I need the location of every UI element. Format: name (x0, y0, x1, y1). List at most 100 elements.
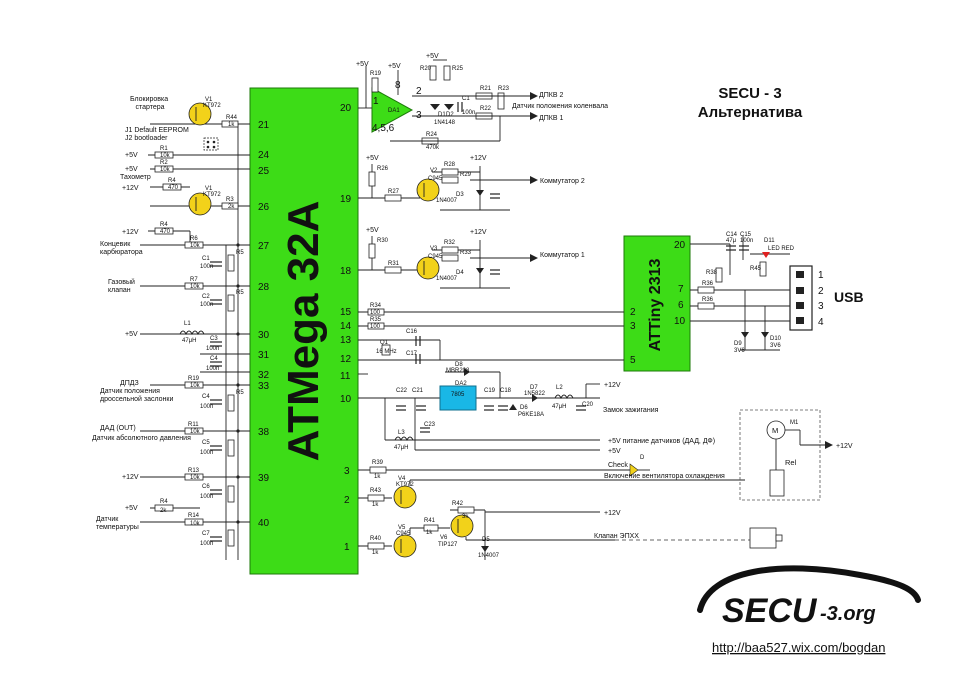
lbl-c14: C14 (726, 232, 738, 238)
lbl-v3t: C945 (428, 254, 443, 260)
label-dpkv2: ДПКВ 2 (539, 92, 563, 99)
lbl-c7: C7 (202, 531, 210, 537)
label-gas: Газовый клапан (108, 278, 137, 294)
label-fan: Включение вентилятора охлаждения (604, 473, 725, 480)
da1-triangle (371, 87, 414, 133)
label-relay-p12v: +12V (836, 443, 853, 450)
lbl-r22: R22 (480, 106, 492, 112)
transistor-v3 (416, 256, 440, 280)
attiny-label: ATTiny 2313 (647, 259, 664, 352)
lbl-c5: C5 (202, 440, 210, 446)
lbl-d9: D9 (734, 341, 742, 347)
da1-pin1: 1 (373, 96, 379, 107)
lbl-c7v: 100n (200, 541, 213, 547)
lbl-c21: C21 (412, 388, 424, 394)
lbl-r7: R7 (190, 277, 198, 283)
lbl-v1b-type: KT972 (203, 192, 221, 198)
lbl-v2t: C945 (428, 176, 443, 182)
transistor-v6 (450, 514, 474, 538)
lbl-r13v: 10k (190, 475, 201, 481)
comm-p5v-b: +5V (366, 227, 379, 234)
usb-pin-2: 2 (818, 286, 824, 297)
label-rel: Rel (785, 458, 797, 467)
atmega-right-pins: 20 19 18 15 14 13 12 11 10 3 2 1 (340, 103, 352, 553)
lbl-r4bv: 470 (160, 229, 171, 235)
lbl-v2: V2 (430, 168, 438, 174)
label-eeprom-l2: J2 bootloader (125, 135, 168, 142)
lbl-l1: L1 (184, 321, 191, 327)
lbl-r24v: 470k (426, 145, 440, 151)
label-temp: Датчик температуры (96, 516, 139, 531)
lbl-r38: R38 (706, 270, 718, 276)
lbl-d11v: LED RED (768, 246, 795, 252)
lbl-l3v: 47μH (394, 445, 408, 451)
lbl-r44v: 1k (228, 122, 235, 128)
da1-label: DA1 (388, 108, 400, 114)
lbl-r2v: 10k (160, 167, 171, 173)
label-epxx-p12v: +12V (604, 510, 621, 517)
lbl-c2: C2 (202, 294, 210, 300)
lbl-q1: Q1 (380, 340, 389, 346)
pin-13: 13 (340, 335, 352, 346)
lbl-l2v: 47μH (552, 404, 566, 410)
lbl-d9v: 3V6 (734, 348, 745, 354)
lbl-c4v: 100n (206, 366, 219, 372)
lbl-r19v: 10k (190, 383, 201, 389)
comm-p5v-a: +5V (366, 155, 379, 162)
lbl-r28: R28 (444, 162, 456, 168)
lbl-r39v: 1k (374, 474, 381, 480)
lbl-c3v: 100n (206, 346, 219, 352)
lbl-c23: C23 (424, 422, 436, 428)
lbl-r40v: 1k (372, 550, 379, 556)
left-wiring (140, 102, 250, 560)
label-starter-block-l1: Блокировка (130, 96, 168, 103)
lbl-l1v: 47μH (182, 338, 196, 344)
lbl-c18: C18 (500, 388, 512, 394)
lbl-d3: D3 (456, 192, 464, 198)
label-epxx: Клапан ЭПХХ (594, 533, 639, 540)
lbl-r32: R32 (444, 240, 456, 246)
lbl-r39: R39 (372, 460, 384, 466)
lbl-r20: R20 (420, 66, 432, 72)
lbl-v3: V3 (430, 246, 438, 252)
label-p5v-30: +5V (125, 331, 138, 338)
label-comm2: Коммутатор 2 (540, 178, 585, 185)
lbl-d4v: 1N4007 (436, 276, 458, 282)
label-throttle-l1: Датчик положения (100, 388, 160, 395)
lbl-r14: R14 (188, 513, 200, 519)
lbl-r35: R35 (370, 317, 382, 323)
label-gas-l2: клапан (108, 287, 131, 294)
lbl-r23: R23 (498, 86, 510, 92)
lbl-r27: R27 (388, 189, 400, 195)
power-supply-block: 7805 DA2 D8 MBR208 D7 1N5822 D6 P6KE18A … (358, 362, 715, 455)
lbl-l3: L3 (398, 430, 405, 436)
label-p5v-40: +5V (125, 505, 138, 512)
lbl-r13: R13 (188, 468, 200, 474)
lbl-r21: R21 (480, 86, 492, 92)
lbl-r4cv: 2k (160, 508, 167, 514)
lbl-c15v: 100n (740, 238, 753, 244)
usb-label: USB (834, 289, 864, 305)
lbl-r4c: R4 (160, 499, 168, 505)
lbl-d1: D1 (438, 112, 446, 118)
transistor-v4 (393, 485, 417, 509)
author-url[interactable]: http://baa527.wix.com/bogdan (712, 640, 885, 655)
relay-box (739, 409, 821, 501)
tiny-pin-6: 6 (678, 300, 684, 311)
lbl-d5: D5 (482, 537, 490, 543)
usb-connector[interactable] (789, 265, 813, 331)
transistor-v2 (416, 178, 440, 202)
label-comm1: Коммутатор 1 (540, 252, 585, 259)
transistor-v1-bottom (188, 192, 212, 216)
pin-18: 18 (340, 266, 352, 277)
lbl-r5b: R5 (236, 290, 244, 296)
lbl-v1-type: KT972 (203, 103, 221, 109)
da1-block: DA1 1 2 3 8 4,5,6 +5V +5V +5V R19 R20 (356, 53, 608, 151)
lbl-d3v: 1N4007 (436, 198, 458, 204)
lbl-r43v: 1k (372, 502, 379, 508)
lbl-v5t: C945 (396, 531, 411, 537)
usb-pin-3: 3 (818, 301, 824, 312)
label-p5v-25: +5V (125, 166, 138, 173)
lbl-r6: R6 (190, 236, 198, 242)
usb-pin-1: 1 (818, 270, 824, 281)
